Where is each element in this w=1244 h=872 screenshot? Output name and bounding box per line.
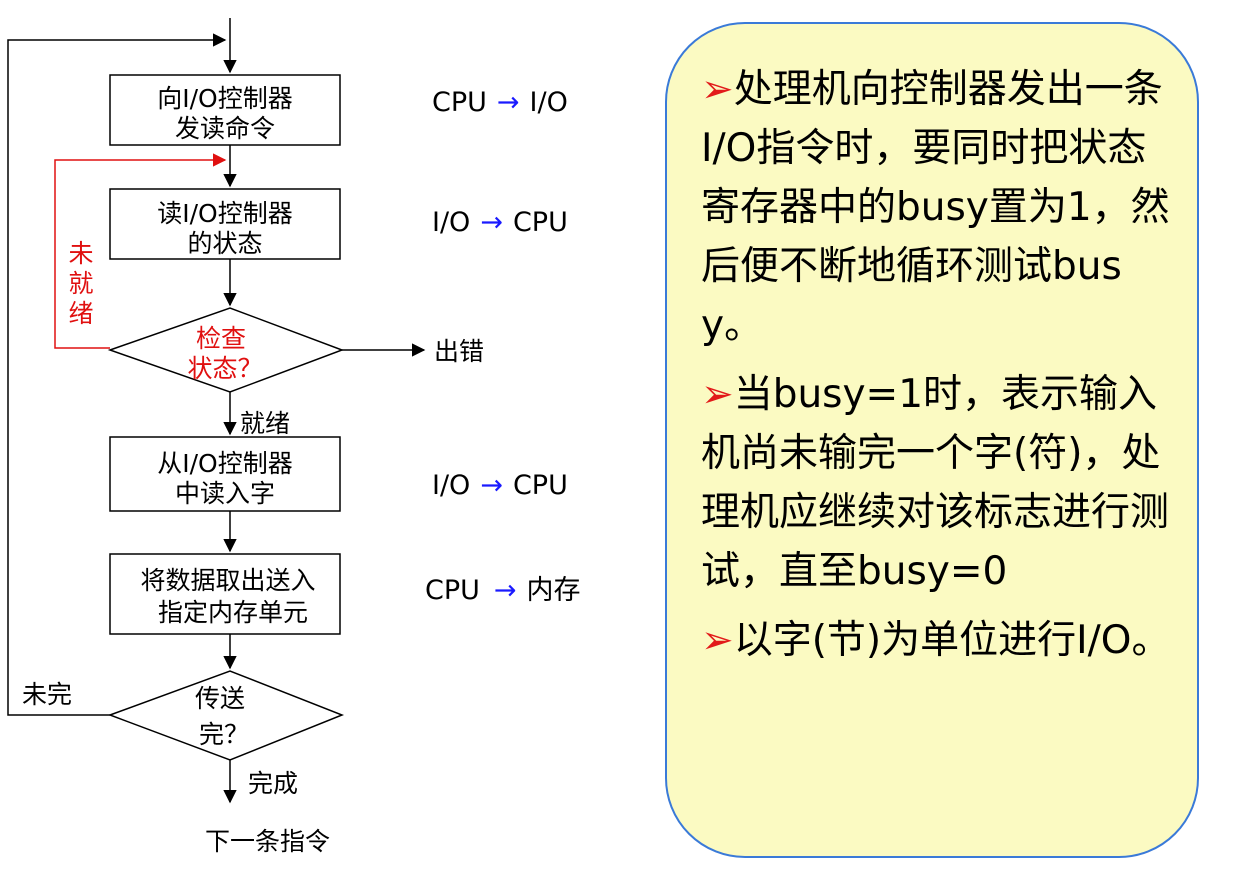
box-send-cmd [109,74,341,146]
flow-4-to: 内存 [527,575,581,606]
note-item-3: ➢以字(节)为单位进行I/O。 [701,611,1179,670]
box-read-status-line2: 的状态 [187,229,262,258]
box-read-status-line1: 读I/O控制器 [157,199,292,228]
label-not-ready-1: 未 [68,239,93,268]
flow-1-to: I/O [530,87,568,118]
note-item-1: ➢处理机向控制器发出一条I/O指令时，要同时把状态寄存器中的busy置为1，然后… [701,60,1179,355]
loop-not-done [7,33,227,716]
flow-1-from: CPU [432,87,487,118]
decision-done-line2: 完？ [199,720,249,749]
label-not-ready-2: 就 [68,269,93,298]
box-send-cmd-line1: 向I/O控制器 [157,84,292,113]
flow-4: CPU → 内存 [425,575,581,606]
decision-done-line1: 传送 [195,684,245,713]
flow-4-from: CPU [425,575,480,606]
label-not-ready-3: 绪 [68,299,93,328]
flowchart: 向I/O控制器 发读命令 读I/O控制器 的状态 检查 状态？ 未 就 绪 出错… [7,18,581,856]
decision-check-line2: 状态？ [187,354,262,383]
note-bullet-2: ➢ [701,372,734,417]
flow-2-to: CPU [513,207,568,238]
loop-not-ready [54,153,227,349]
explanation-note: ➢处理机向控制器发出一条I/O指令时，要同时把状态寄存器中的busy置为1，然后… [665,22,1199,858]
flow-4-arrow: → [494,575,517,606]
flow-2: I/O → CPU [432,207,568,238]
note-bullet-3: ➢ [701,618,734,663]
label-done: 完成 [248,769,298,798]
flow-1-arrow: → [497,87,520,118]
box-store [109,553,341,635]
flow-3-to: CPU [513,470,568,501]
note-text-1: 处理机向控制器发出一条I/O指令时，要同时把状态寄存器中的busy置为1，然后便… [701,67,1170,348]
flow-2-arrow: → [480,207,503,238]
box-read-status [109,188,341,260]
flow-3-arrow: → [480,470,503,501]
box-store-line1: 将数据取出送入 [140,566,315,595]
box-read-word [109,436,341,512]
note-bullet-1: ➢ [701,67,734,112]
label-next-instruction: 下一条指令 [205,827,330,856]
label-not-done: 未完 [22,680,72,709]
flow-3: I/O → CPU [432,470,568,501]
box-send-cmd-line2: 发读命令 [175,114,275,143]
flow-1: CPU → I/O [432,87,568,118]
note-text-3: 以字(节)为单位进行I/O。 [733,618,1171,663]
note-text-2: 当busy=1时，表示输入机尚未输完一个字(符)，处理机应继续对该标志进行测试，… [701,372,1170,594]
flow-3-from: I/O [432,470,470,501]
decision-transfer-done [107,670,345,761]
box-read-word-line1: 从I/O控制器 [157,449,292,478]
flow-2-from: I/O [432,207,470,238]
label-error: 出错 [434,337,484,366]
box-read-word-line2: 中读入字 [175,479,275,508]
decision-check-line1: 检查 [196,324,246,353]
note-item-2: ➢当busy=1时，表示输入机尚未输完一个字(符)，处理机应继续对该标志进行测试… [701,365,1179,601]
box-store-line2: 指定内存单元 [158,598,308,627]
label-ready: 就绪 [240,409,290,438]
